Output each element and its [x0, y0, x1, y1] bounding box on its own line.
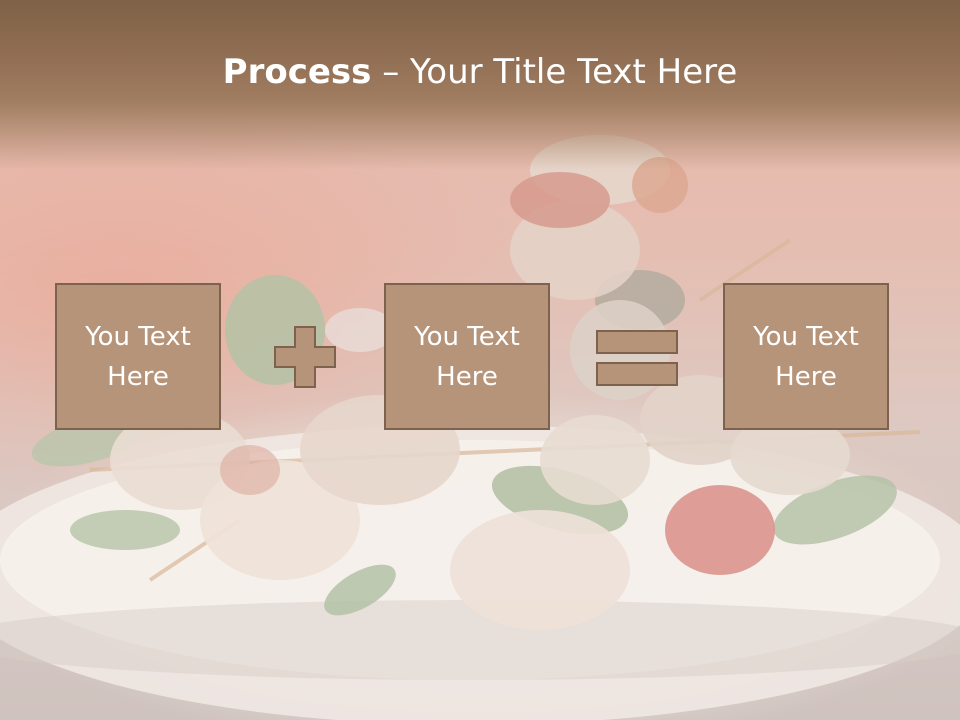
- title-band: [0, 0, 960, 170]
- process-box-3-text: You Text Here: [753, 321, 859, 392]
- title-dash: –: [371, 52, 411, 92]
- plus-icon: [274, 326, 336, 388]
- process-box-2: You Text Here: [384, 283, 550, 430]
- slide-title: Process – Your Title Text Here: [0, 52, 960, 92]
- process-box-2-text: You Text Here: [414, 321, 520, 392]
- process-box-1: You Text Here: [55, 283, 221, 430]
- title-bold: Process: [222, 52, 372, 92]
- process-box-3: You Text Here: [723, 283, 889, 430]
- title-rest: Your Title Text Here: [410, 52, 738, 92]
- equals-icon: [596, 330, 678, 386]
- process-box-1-text: You Text Here: [85, 321, 191, 392]
